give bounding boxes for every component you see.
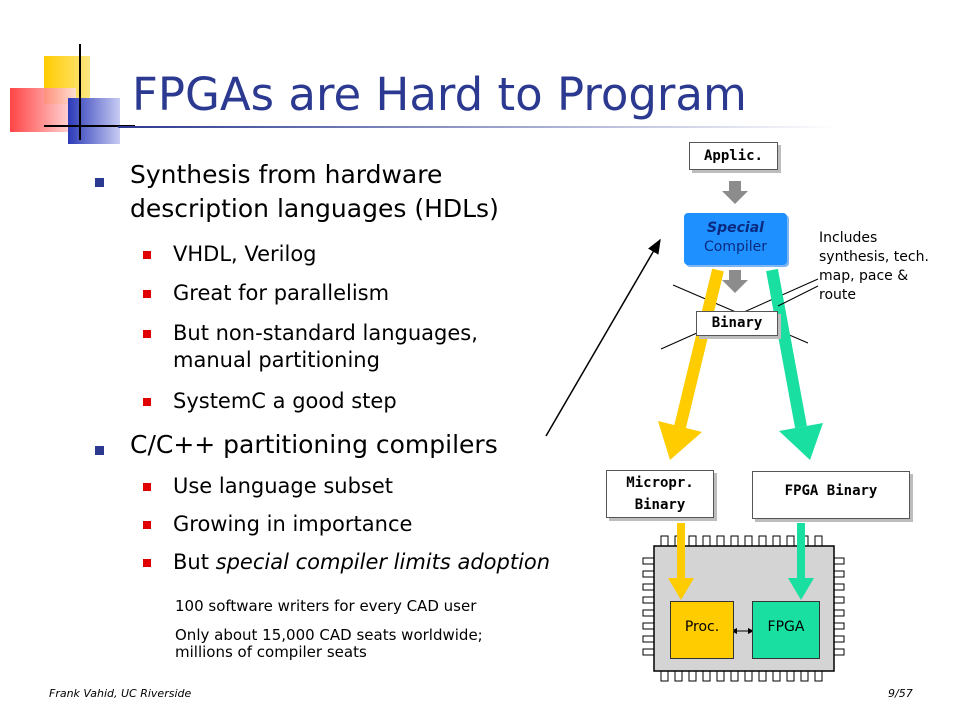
- fpga-block: FPGA: [752, 601, 820, 659]
- link-arrowhead-right: [748, 628, 754, 634]
- green-small-arrow-head: [788, 578, 814, 600]
- side-note-synthesis: Includes synthesis, tech. map, pace & ro…: [819, 230, 929, 303]
- link-arrowhead-left: [731, 628, 737, 634]
- sub-bullet-language-subset: Use language subset: [173, 474, 394, 498]
- title-rule: [118, 126, 838, 128]
- footer-author: Frank Vahid, UC Riverside: [49, 687, 192, 700]
- yellow-small-arrow-head: [668, 578, 694, 600]
- flow-arrow-gray: [722, 270, 748, 293]
- side-note-line: [777, 285, 819, 307]
- slide-logo: [10, 44, 135, 144]
- compiler-label: Compiler: [703, 239, 767, 255]
- sub-bullet-non-standard: But non-standard languages, manual parti…: [173, 321, 478, 372]
- bullet-marker: [95, 446, 104, 455]
- bullet-cpp-compilers: C/C++ partitioning compilers: [130, 430, 498, 459]
- sub-bullet-marker: [143, 483, 151, 491]
- green-arrow-shaft: [766, 268, 807, 429]
- adoption-plain: But: [173, 550, 216, 574]
- sub-bullet-adoption: But special compiler limits adoption: [173, 549, 550, 576]
- bullet-hdl-synthesis: Synthesis from hardware description lang…: [130, 160, 499, 223]
- sub-bullet-marker: [143, 290, 151, 298]
- sub-bullet-vhdl-verilog: VHDL, Verilog: [173, 242, 317, 266]
- sub-bullet-growing: Growing in importance: [173, 512, 413, 536]
- sub-bullet-marker: [143, 559, 151, 567]
- proc-block: Proc.: [670, 601, 734, 659]
- applic-box: Applic.: [689, 142, 778, 170]
- note-software-writers: 100 software writers for every CAD user: [175, 597, 477, 615]
- yellow-arrow-head: [658, 421, 702, 460]
- micropr-binary-box: Micropr. Binary: [606, 470, 714, 518]
- special-compiler-box: Special Compiler: [684, 213, 787, 265]
- note-cad-seats: Only about 15,000 CAD seats worldwide; m…: [175, 626, 483, 661]
- sub-bullet-systemc: SystemC a good step: [173, 389, 397, 413]
- sub-bullet-parallelism: Great for parallelism: [173, 281, 390, 305]
- logo-blue-square: [68, 98, 120, 144]
- pointer-arrow: [545, 238, 661, 437]
- binary-box: Binary: [696, 311, 778, 336]
- bullet-marker: [95, 178, 104, 187]
- sub-bullet-marker: [143, 521, 151, 529]
- sub-bullet-marker: [143, 330, 151, 338]
- micropr-binary-line2: Binary: [634, 497, 686, 513]
- green-arrow-head: [779, 423, 823, 460]
- compiler-label-special: Special: [707, 220, 764, 236]
- flow-arrow-gray: [722, 181, 748, 204]
- yellow-arrow-shaft: [674, 268, 724, 429]
- sub-bullet-marker: [143, 251, 151, 259]
- logo-red-square: [10, 88, 76, 132]
- fpga-binary-box: FPGA Binary: [752, 471, 910, 519]
- sub-bullet-marker: [143, 398, 151, 406]
- micropr-binary-line1: Micropr.: [626, 475, 694, 491]
- adoption-italic: special compiler limits adoption: [215, 550, 551, 574]
- footer-page-number: 9/57: [888, 687, 913, 700]
- slide-title: FPGAs are Hard to Program: [132, 68, 747, 121]
